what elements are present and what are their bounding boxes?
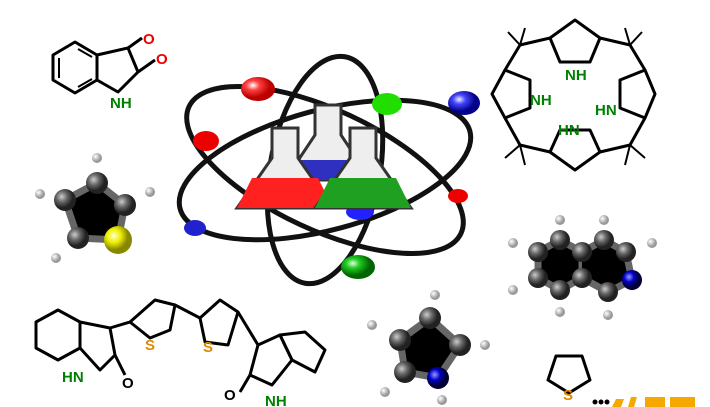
electron-blue [184,220,206,236]
oxygen-label: O [224,387,236,404]
oxygen-label: O [156,51,168,68]
hn-label: HN [595,102,617,119]
thiophene-3d-model [35,153,155,263]
calixpyrrole-molecule: NH NH HN HN [490,18,657,172]
electron-red [448,189,468,203]
sulfur-label: S [563,387,573,404]
nh-label: NH [110,95,132,112]
sulfur-atom [104,226,132,254]
thienoindigo-molecule: S S HN O O NH [34,298,327,407]
electron-red [193,131,219,151]
nitrogen-atom [427,367,449,389]
nh-label: NH [265,393,287,407]
sulfur-label: S [145,337,155,354]
electron-blue [448,91,480,115]
pyrrole-3d-model [367,290,490,405]
partial-orange-logo [612,397,695,407]
nh-label: NH [530,92,552,109]
nh-label: NH [565,67,587,84]
nitrogen-atom [622,270,642,290]
atom-flask-logo [176,53,480,287]
hn-label: HN [62,369,84,386]
hn-label: HN [558,122,580,139]
isatin-molecule: O O NH [51,31,168,112]
electron-green [372,93,402,115]
electron-green [341,255,375,279]
oxygen-label: O [122,375,134,392]
thiophene-molecule: S [546,354,695,407]
oxygen-label: O [143,31,155,48]
electron-red [241,77,275,101]
isoquinoline-3d-model [508,215,657,320]
sulfur-label: S [203,339,213,356]
